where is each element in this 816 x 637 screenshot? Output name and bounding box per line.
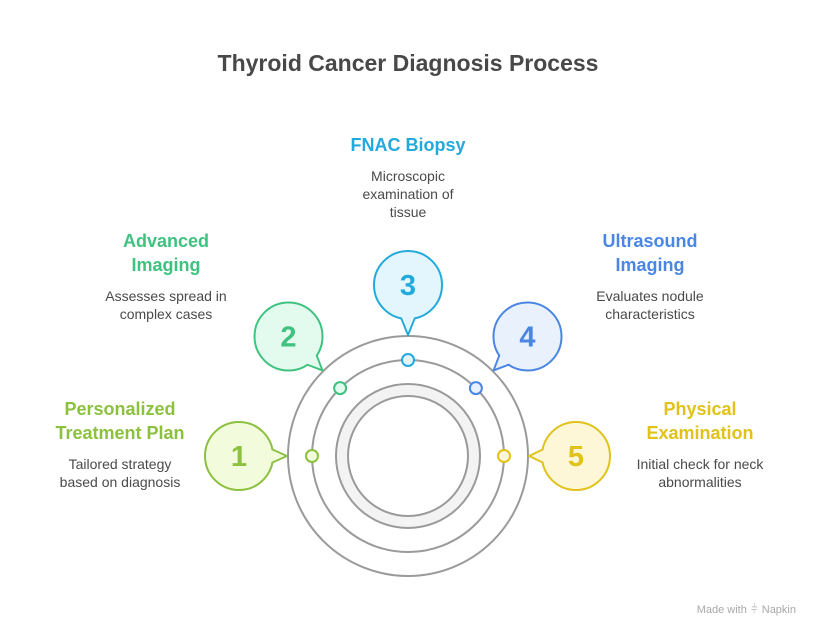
- brand-name: Napkin: [761, 603, 796, 616]
- step-bubble-2: 2: [253, 301, 324, 372]
- step-number: 5: [568, 441, 584, 473]
- step-number: 2: [280, 321, 296, 353]
- step-number: 1: [231, 441, 247, 473]
- made-with-text: Made with: [696, 603, 747, 616]
- bubble-pointer-fill: [495, 350, 514, 369]
- ring-marker-4: [468, 381, 483, 396]
- core-band: [336, 384, 480, 528]
- bubble-circle: [492, 301, 563, 372]
- core-band-outer-edge: [335, 383, 481, 529]
- diagram-title: Thyroid Cancer Diagnosis Process: [217, 50, 599, 76]
- bubble-pointer-fill: [532, 448, 548, 464]
- footer-credit: Made with ⫩ Napkin: [697, 602, 796, 617]
- bubble-pointer-fill: [302, 350, 321, 369]
- bubble-pointer-fill: [400, 313, 416, 332]
- bubble-pointer-fill: [267, 448, 284, 464]
- step-title: FNAC Biopsy: [350, 135, 466, 155]
- step-bubble-4: 4: [492, 301, 563, 372]
- step-number: 3: [400, 270, 416, 302]
- step-number: 4: [519, 321, 535, 353]
- step-bubble-3: 3: [373, 250, 443, 336]
- ring-marker-3: [401, 353, 415, 367]
- napkin-logo-icon: ⫩: [750, 602, 758, 616]
- bubble-circle: [253, 301, 324, 372]
- step-bubble-5: 5: [528, 421, 611, 491]
- step-bubble-1: 1: [204, 421, 288, 491]
- core-band-inner-edge: [347, 395, 469, 517]
- ring-marker-5: [497, 449, 511, 463]
- ring-marker-2: [333, 381, 348, 396]
- ring-marker-1: [305, 449, 319, 463]
